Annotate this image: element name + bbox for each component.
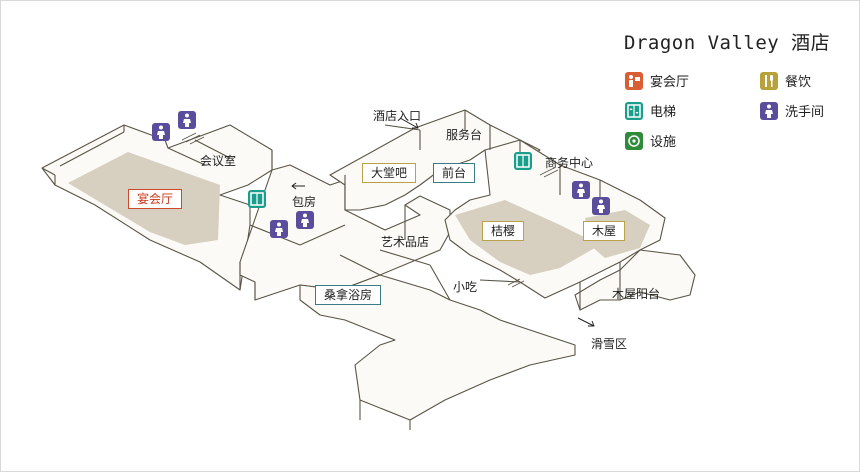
facility-icon — [625, 131, 643, 150]
map-title: Dragon Valley 酒店 — [624, 32, 831, 54]
label-meeting-room[interactable]: 会议室 — [200, 154, 237, 168]
label-art-shop[interactable]: 艺术品店 — [381, 235, 430, 249]
label-snack[interactable]: 小吃 — [453, 280, 478, 294]
legend-restroom-label: 洗手间 — [785, 105, 825, 120]
box-cabin[interactable]: 木屋 — [583, 221, 626, 241]
legend-facility: 设施 — [625, 131, 676, 150]
elevator-icon[interactable] — [514, 152, 532, 170]
restroom-icon[interactable] — [270, 220, 288, 238]
entrance-block — [329, 109, 541, 211]
box-orange-house[interactable]: 桔樱 — [482, 221, 525, 241]
box-banquet-hall[interactable]: 宴会厅 — [128, 189, 183, 209]
label-private-room[interactable]: 包房 — [292, 195, 317, 209]
legend-elevator: 电梯 — [625, 101, 676, 120]
box-sauna[interactable]: 桑拿浴房 — [315, 285, 382, 305]
restroom-icon[interactable] — [572, 181, 590, 199]
restroom-icon[interactable] — [296, 211, 314, 229]
label-service-desk[interactable]: 服务台 — [446, 128, 483, 142]
label-ski-area[interactable]: 滑雪区 — [591, 337, 628, 351]
south-wing — [299, 274, 576, 421]
legend-banquet: 宴会厅 — [625, 71, 689, 90]
restroom-icon[interactable] — [178, 111, 196, 129]
restroom-icon[interactable] — [152, 123, 170, 141]
orange-house-floor — [455, 200, 600, 275]
box-front-desk[interactable]: 前台 — [433, 163, 476, 183]
legend-restroom: 洗手间 — [760, 101, 824, 120]
legend-dining-label: 餐饮 — [785, 75, 812, 90]
elevator-icon — [625, 101, 643, 120]
restroom-icon[interactable] — [592, 197, 610, 215]
label-hotel-entrance[interactable]: 酒店入口 — [373, 109, 422, 123]
label-cabin-terrace[interactable]: 木屋阳台 — [612, 287, 661, 301]
legend-facility-label: 设施 — [650, 135, 677, 150]
banquet-icon — [625, 71, 643, 90]
restroom-icon — [760, 101, 778, 120]
box-lobby-bar[interactable]: 大堂吧 — [362, 163, 417, 183]
legend-elevator-label: 电梯 — [650, 105, 677, 120]
legend-dining: 餐饮 — [760, 71, 811, 90]
dining-icon — [760, 71, 778, 90]
legend-banquet-label: 宴会厅 — [650, 75, 690, 90]
elevator-icon[interactable] — [248, 190, 266, 208]
label-business-center[interactable]: 商务中心 — [545, 156, 594, 170]
